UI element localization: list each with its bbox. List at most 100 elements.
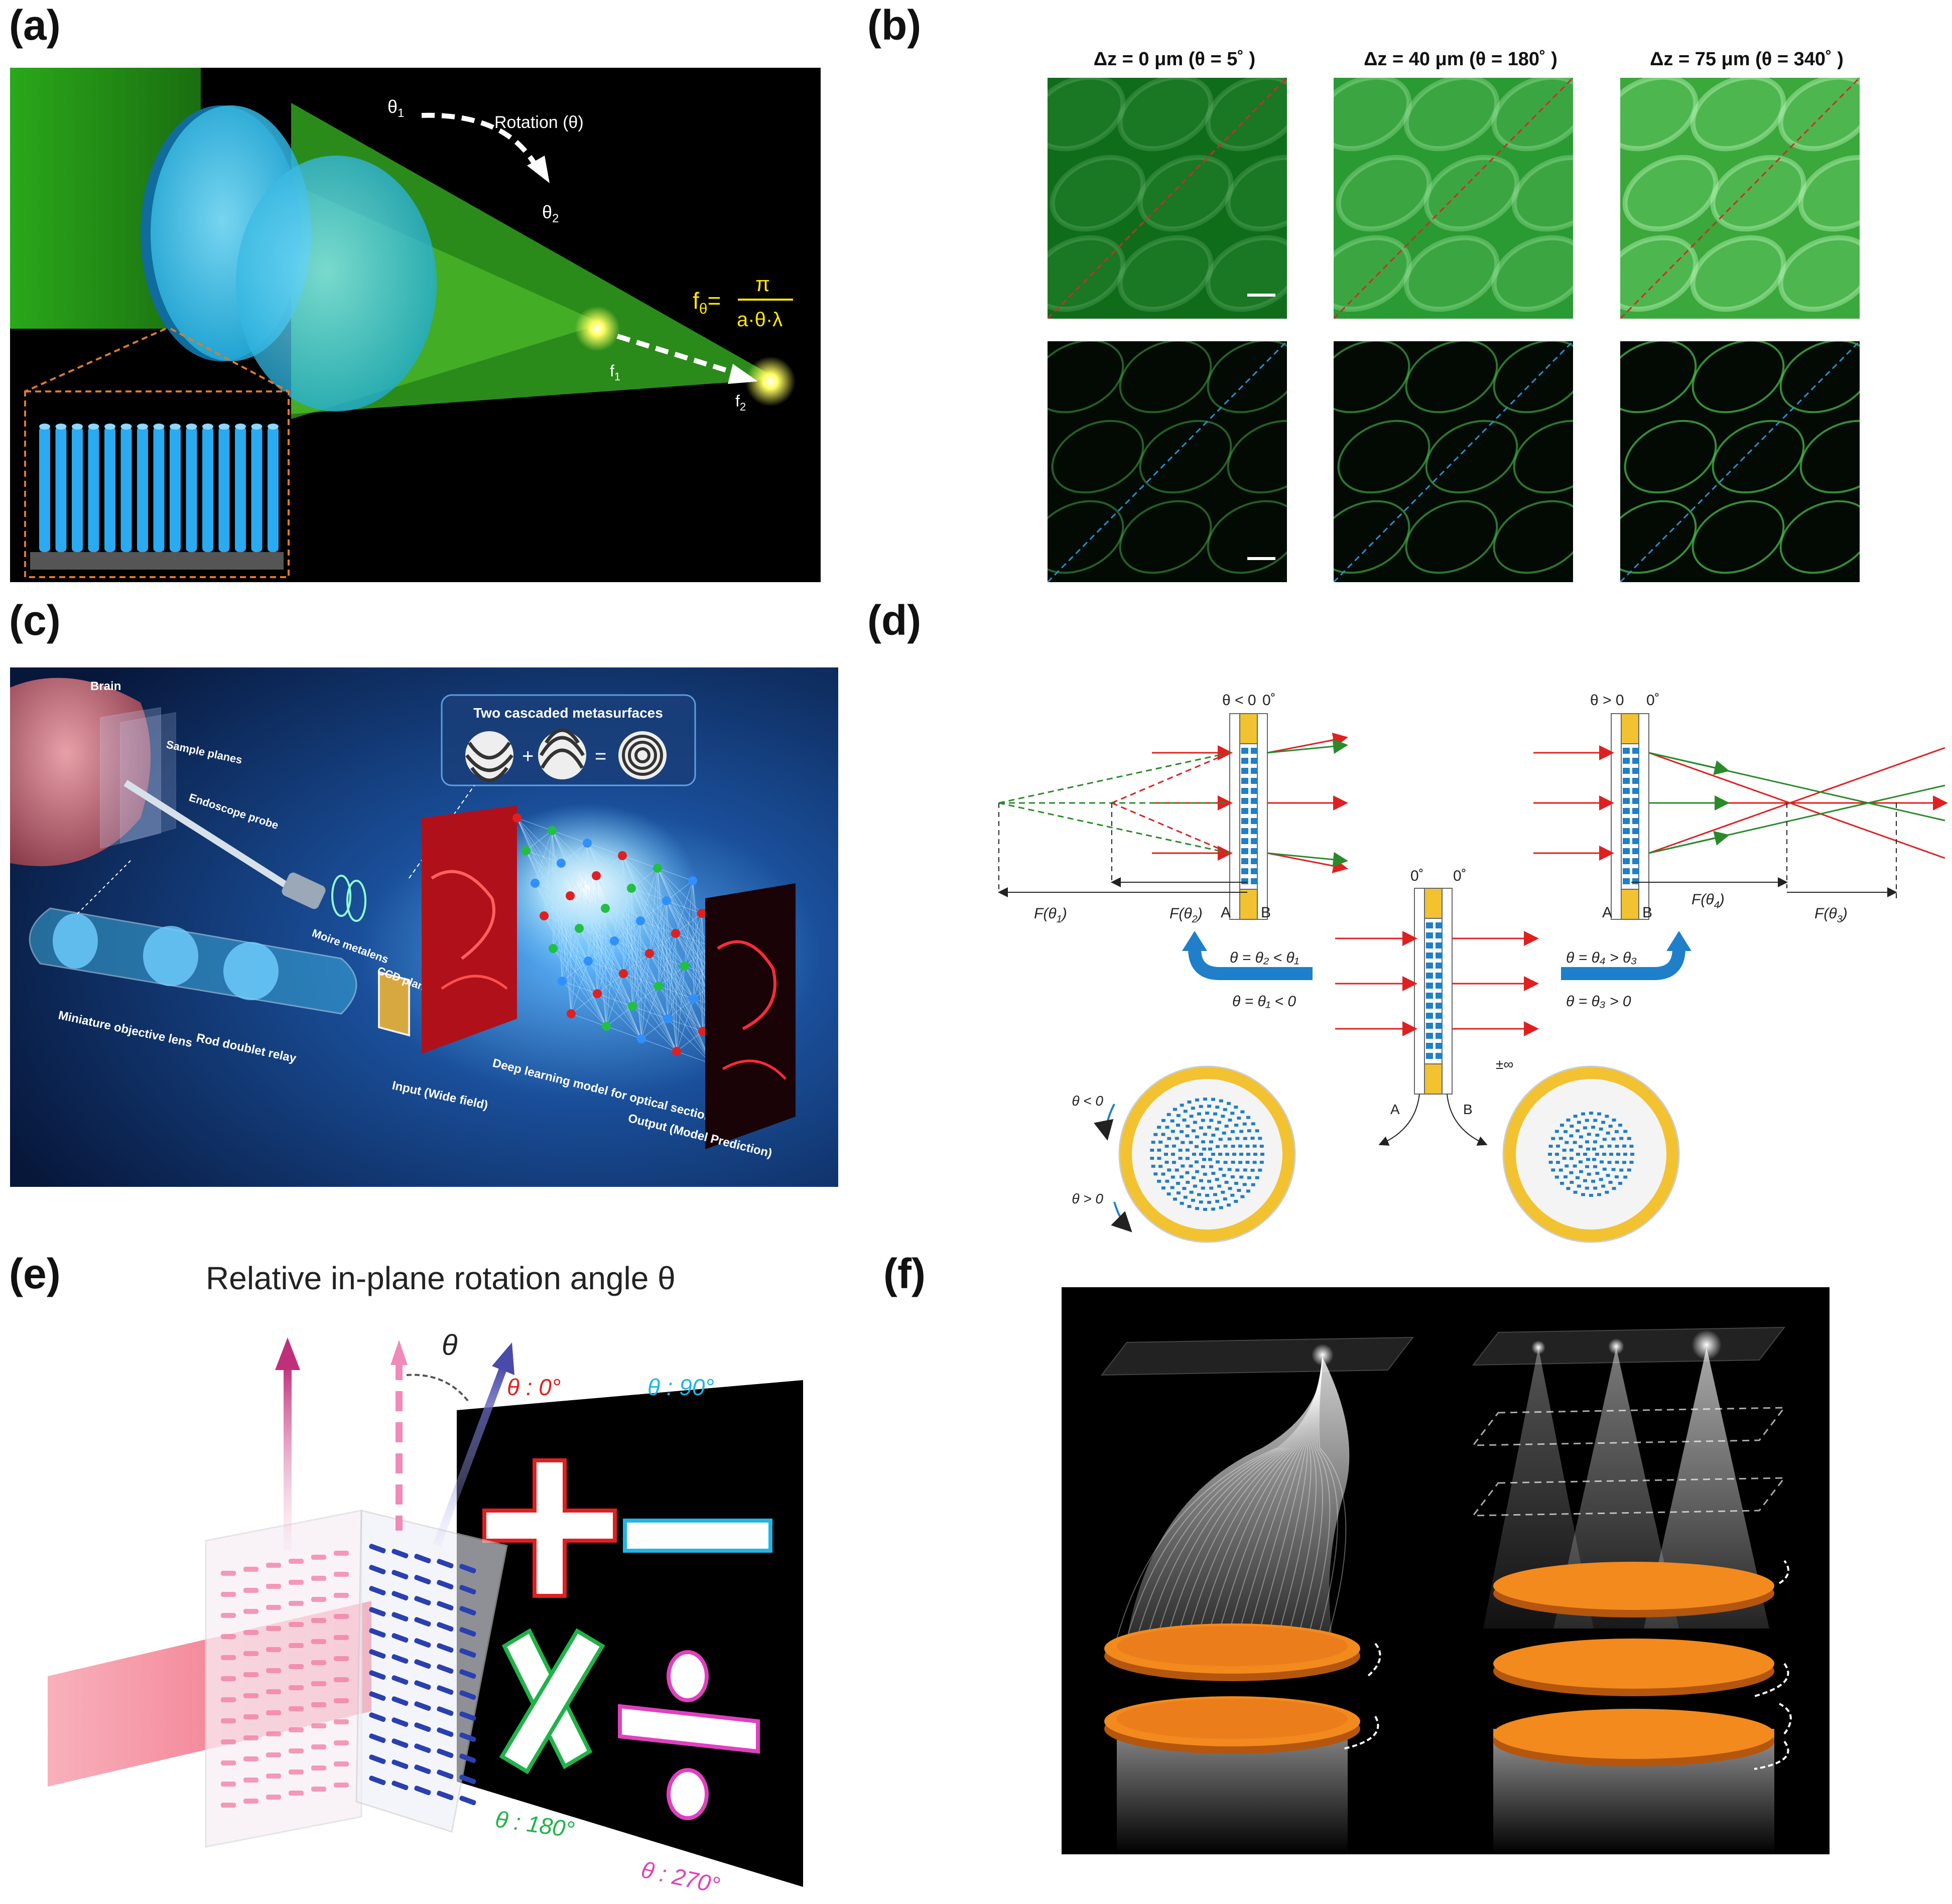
- nn-edge: [570, 843, 588, 896]
- metasurface-pattern-result: [618, 731, 667, 779]
- blue-pillar: [414, 1743, 431, 1753]
- disc-atom: [1193, 1184, 1197, 1188]
- light-streak: [1197, 1357, 1323, 1639]
- probe-housing: [282, 872, 326, 909]
- meta-atom: [1623, 778, 1630, 784]
- disc-atom: [1193, 1121, 1197, 1124]
- pink-pillar: [289, 1601, 304, 1606]
- pink-pillar: [243, 1609, 258, 1614]
- disc-atom: [1199, 1153, 1203, 1156]
- panel-c: Brain Sample planes Endoscope probe Moir…: [10, 667, 838, 1187]
- pink-pillar: [334, 1572, 349, 1577]
- blue-pillar: [414, 1764, 431, 1775]
- disc-atom: [1237, 1116, 1241, 1120]
- meta-atom: [1251, 758, 1258, 764]
- disc-atom: [1237, 1189, 1241, 1192]
- pink-pillar: [266, 1774, 281, 1779]
- disc-atom: [1234, 1181, 1238, 1185]
- nn-edge: [692, 880, 703, 1032]
- pink-pillar: [289, 1643, 304, 1648]
- disc-atom: [1161, 1186, 1165, 1190]
- disc-atom: [1586, 1147, 1590, 1151]
- disc-atom: [1223, 1144, 1228, 1148]
- pink-nanopillars: [221, 1551, 349, 1808]
- disc-atom: [1566, 1187, 1571, 1190]
- pink-pillar: [266, 1731, 281, 1736]
- micrograph: [1620, 341, 1860, 582]
- meta-atom: [1623, 858, 1630, 864]
- cell-outline: [1423, 155, 1520, 232]
- endoscope-probe: [123, 780, 293, 891]
- F-theta4-label: F(θ4): [1691, 891, 1725, 911]
- pink-pillar: [221, 1571, 236, 1576]
- nanopillar-top: [251, 424, 263, 430]
- disc-atom: [1187, 1100, 1192, 1104]
- disc-atom: [1201, 1186, 1205, 1190]
- objective-lens-3: [223, 942, 279, 1000]
- disc-atom: [1573, 1164, 1577, 1168]
- pink-pillar: [243, 1693, 258, 1698]
- lens-2: [236, 156, 437, 412]
- disc-atom: [1224, 1180, 1229, 1184]
- pink-pillar: [334, 1761, 349, 1766]
- disc-atom: [1607, 1144, 1612, 1148]
- disc-atom: [1247, 1176, 1251, 1179]
- disc-atom: [1211, 1172, 1216, 1175]
- disc-atom: [1228, 1187, 1232, 1190]
- disc-atom: [1589, 1194, 1593, 1197]
- disc-atom: [1183, 1195, 1188, 1199]
- panel-c-illustration: Brain Sample planes Endoscope probe Moir…: [10, 667, 838, 1187]
- disc-atom: [1607, 1161, 1612, 1164]
- disc-atom: [1623, 1175, 1628, 1179]
- disc-atom: [1157, 1148, 1161, 1152]
- meta-atom: [1241, 838, 1248, 844]
- panel-e-illustration: θ : 0° θ : 90° θ : 180° θ : 270° θ: [48, 1329, 803, 1898]
- disc-atom: [1205, 1194, 1209, 1197]
- nn-edge: [587, 843, 598, 994]
- meta-atom: [1426, 1053, 1433, 1059]
- disc-atom: [1586, 1158, 1590, 1161]
- disc-atom: [1201, 1119, 1205, 1122]
- disc-atom: [1191, 1198, 1195, 1202]
- disc-atom: [1176, 1191, 1181, 1195]
- cell-outline: [1405, 341, 1498, 414]
- pink-pillar: [221, 1697, 236, 1702]
- micrograph: [1334, 78, 1573, 319]
- blue-pillar: [459, 1775, 476, 1785]
- nn-node: [671, 929, 680, 938]
- output-vessel-1: [717, 940, 776, 1030]
- disc-atom: [1614, 1175, 1619, 1179]
- meta-atom: [1632, 758, 1639, 764]
- nanopillar-top: [153, 424, 165, 430]
- right-zero-label: 0˚: [1646, 692, 1660, 709]
- disc-atom: [1589, 1112, 1593, 1115]
- blue-pillar: [414, 1680, 431, 1690]
- nn-edge: [596, 875, 607, 1027]
- disc-atom: [1215, 1199, 1220, 1203]
- disc-atom: [1161, 1119, 1165, 1122]
- left-zero-label: 0˚: [1262, 692, 1276, 709]
- disc-atom: [1207, 1179, 1212, 1183]
- nn-edge: [622, 855, 624, 974]
- disc-atom: [1165, 1179, 1169, 1183]
- disc-atom: [1175, 1137, 1179, 1140]
- nn-edge: [552, 830, 572, 1014]
- meta-atom: [1426, 1003, 1433, 1009]
- nanopillar: [120, 427, 132, 552]
- disc-atom: [1178, 1157, 1183, 1160]
- cell-outline: [1691, 341, 1785, 414]
- disc-atom: [1600, 1145, 1604, 1148]
- right-rotation-arrow-2: [1754, 1663, 1789, 1697]
- disc-atom: [1578, 1145, 1583, 1148]
- disc-atom: [1205, 1112, 1209, 1115]
- disc-atom: [1558, 1137, 1563, 1140]
- disc-atom: [1211, 1153, 1215, 1156]
- light-streak: [1267, 1357, 1323, 1639]
- disc-atom: [1565, 1164, 1569, 1168]
- meta-atom: [1623, 808, 1630, 814]
- cell-outline: [1798, 155, 1860, 232]
- pink-pillar: [243, 1799, 258, 1804]
- nn-edge: [571, 1013, 607, 1027]
- nn-edge: [675, 880, 693, 934]
- disc-atom: [1223, 1161, 1228, 1164]
